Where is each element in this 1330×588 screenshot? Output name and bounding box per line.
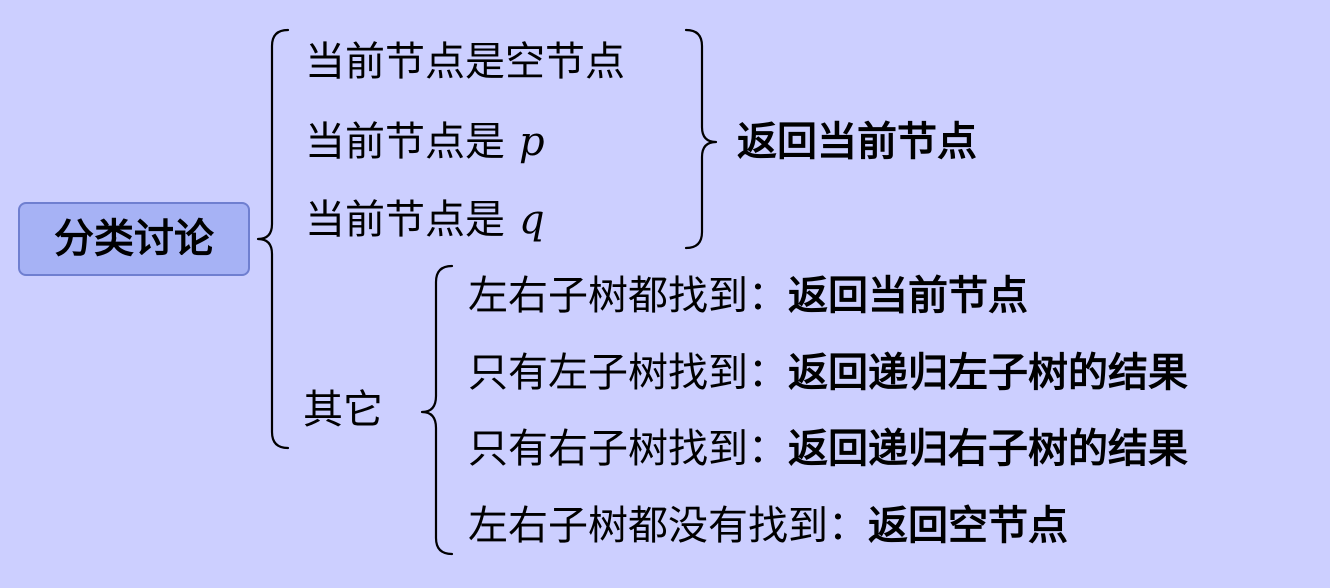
conditions-right-brace bbox=[684, 28, 718, 250]
case-right-only: 只有右子树找到：返回递归右子树的结果 bbox=[468, 425, 1188, 473]
case-left-only: 只有左子树找到：返回递归左子树的结果 bbox=[468, 349, 1188, 397]
condition-q-text: 当前节点是 bbox=[305, 197, 505, 243]
case-result: 返回递归右子树的结果 bbox=[788, 426, 1188, 472]
math-var-q: q bbox=[519, 197, 545, 243]
case-result: 返回空节点 bbox=[868, 503, 1068, 549]
math-var-p: p bbox=[519, 119, 545, 165]
case-condition: 左右子树都找到： bbox=[468, 273, 788, 319]
condition-null: 当前节点是空节点 bbox=[305, 38, 625, 86]
other-cases-left-brace bbox=[420, 264, 454, 556]
condition-null-text: 当前节点是空节点 bbox=[305, 39, 625, 85]
main-left-brace bbox=[256, 28, 290, 450]
case-both-found: 左右子树都找到：返回当前节点 bbox=[468, 272, 1028, 320]
other-label: 其它 bbox=[303, 387, 383, 433]
case-result: 返回当前节点 bbox=[788, 273, 1028, 319]
case-condition: 只有右子树找到： bbox=[468, 426, 788, 472]
root-node-label: 分类讨论 bbox=[54, 216, 214, 262]
case-result: 返回递归左子树的结果 bbox=[788, 350, 1188, 396]
condition-q: 当前节点是 q bbox=[305, 196, 545, 244]
case-none-found: 左右子树都没有找到：返回空节点 bbox=[468, 502, 1068, 550]
conditions-result: 返回当前节点 bbox=[737, 119, 977, 165]
root-node: 分类讨论 bbox=[18, 202, 250, 276]
case-condition: 只有左子树找到： bbox=[468, 350, 788, 396]
case-condition: 左右子树都没有找到： bbox=[468, 503, 868, 549]
condition-p-text: 当前节点是 bbox=[305, 119, 505, 165]
condition-p: 当前节点是 p bbox=[305, 118, 545, 166]
